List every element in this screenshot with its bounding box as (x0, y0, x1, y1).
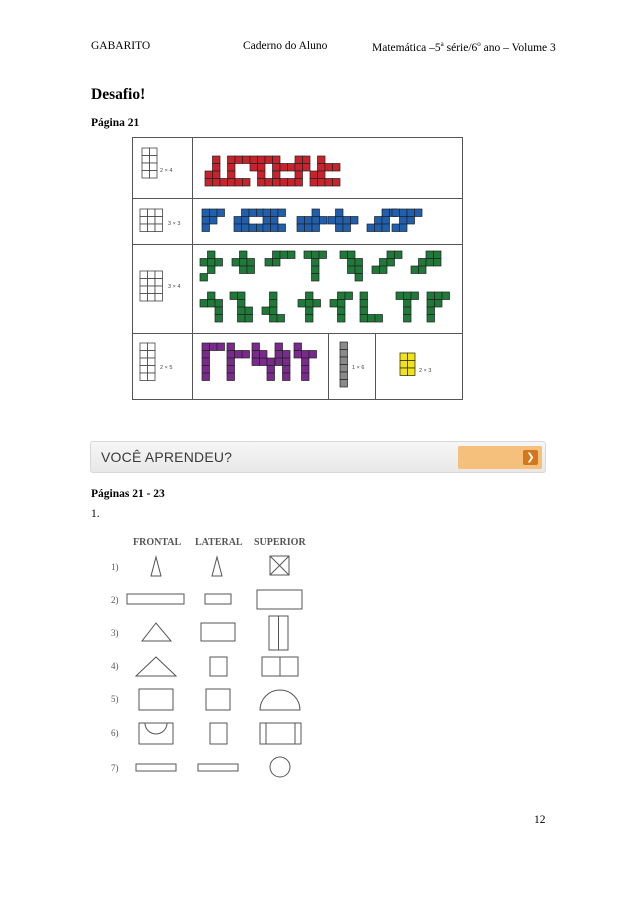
grid-2x5 (139, 342, 156, 381)
grid-3x3 (139, 208, 163, 232)
piece-blue (201, 208, 225, 232)
piece-red (272, 155, 296, 187)
lateral-square (209, 656, 228, 677)
superior-circle (269, 756, 291, 778)
piece-green (303, 250, 327, 282)
piece-red (317, 155, 341, 187)
piece-green (426, 291, 450, 323)
header-gabarito: GABARITO (91, 40, 151, 52)
header-caderno: Caderno do Aluno (243, 40, 328, 52)
piece-blue (233, 208, 265, 232)
piece-green (339, 250, 363, 282)
page-title: Desafio! (91, 86, 146, 103)
row-label-5: 5) (111, 694, 119, 704)
lateral-triangle-narrow (211, 555, 223, 577)
piece-green (359, 291, 383, 323)
superior-rect (256, 589, 303, 610)
header-subject-part: Matemática –5 (372, 41, 441, 54)
lateral-rect (200, 622, 236, 642)
piece-purple (274, 342, 291, 381)
voce-aprendeu-banner[interactable]: VOCÊ APRENDEU? ❯ (90, 441, 546, 473)
piece-green (371, 250, 403, 274)
grid-label-3x3: 3 × 3 (168, 221, 180, 227)
section-label-page21: Página 21 (91, 117, 140, 129)
grid-2x4 (141, 147, 158, 179)
polyomino-table: 2 × 4 3 × 3 3 × 4 2 × 5 1 × 6 2 × 3 (132, 137, 463, 400)
header-subject: Matemática –5a série/6o ano – Volume 3 (372, 40, 556, 54)
piece-purple (226, 342, 250, 381)
frontal-long-rect (126, 593, 185, 605)
piece-purple (293, 342, 317, 381)
piece-blue (296, 208, 328, 232)
lateral-small-square (209, 722, 228, 745)
piece-red (204, 155, 228, 187)
piece-green (261, 291, 285, 323)
grid-label-2x4: 2 × 4 (160, 168, 172, 174)
piece-green (395, 291, 419, 323)
piece-purple (251, 342, 275, 381)
frontal-triangle-narrow (150, 555, 162, 577)
superior-split-rect (268, 615, 289, 651)
superior-three-part-rect (259, 722, 302, 745)
piece-green (329, 291, 353, 323)
piece-red (249, 155, 273, 187)
piece-gray-1x6 (339, 341, 348, 388)
frontal-rect-with-arc (138, 722, 174, 745)
header-sup-a: a (440, 40, 444, 48)
chevron-right-icon[interactable]: ❯ (523, 450, 538, 465)
header-sup-o: o (477, 40, 481, 48)
frontal-rect (138, 688, 174, 711)
row-label-2: 2) (111, 595, 119, 605)
page-number: 12 (534, 814, 546, 826)
row-label-3: 3) (111, 628, 119, 638)
section-label-pages21-23: Páginas 21 - 23 (91, 488, 165, 500)
lateral-thin-rect (197, 763, 239, 772)
piece-red (227, 155, 251, 187)
piece-green (297, 291, 321, 323)
piece-purple (201, 342, 225, 381)
question-number: 1. (91, 508, 100, 520)
piece-green (264, 250, 296, 267)
piece-blue (391, 208, 423, 232)
row-label-7: 7) (111, 763, 119, 773)
frontal-wide-triangle (134, 656, 178, 677)
orthographic-views-table: FRONTAL LATERAL SUPERIOR 1) 2) 3) 4) 5) … (111, 537, 306, 778)
frontal-triangle (140, 622, 173, 642)
piece-green (229, 291, 253, 323)
banner-accent-bar: ❯ (458, 446, 542, 469)
banner-title: VOCÊ APRENDEU? (101, 449, 233, 465)
lateral-rect (205, 688, 231, 711)
frontal-thin-rect (135, 763, 177, 772)
piece-green (231, 250, 255, 274)
grid-label-2x5: 2 × 5 (160, 365, 172, 371)
grid-label-2x3: 2 × 3 (419, 368, 431, 374)
grid-label-1x6: 1 × 6 (352, 365, 364, 371)
grid-label-3x4: 3 × 4 (168, 284, 180, 290)
row-label-4: 4) (111, 661, 119, 671)
piece-blue (262, 208, 286, 232)
superior-two-squares (261, 656, 299, 677)
header-superior: SUPERIOR (254, 537, 306, 548)
piece-green (199, 291, 223, 323)
piece-blue (327, 208, 359, 232)
row-label-1: 1) (111, 562, 119, 572)
header-lateral: LATERAL (195, 537, 243, 548)
lateral-small-rect (204, 593, 232, 605)
grid-3x4 (139, 270, 163, 302)
header-frontal: FRONTAL (133, 537, 181, 548)
superior-semicircle (259, 689, 301, 711)
header-subject-part: série/6 (443, 41, 478, 54)
piece-yellow-2x3 (399, 352, 416, 376)
superior-square-x (269, 555, 290, 576)
piece-green (410, 250, 442, 274)
piece-red (294, 155, 318, 187)
row-label-6: 6) (111, 728, 119, 738)
piece-green (199, 250, 223, 282)
header-subject-part: ano – Volume 3 (480, 41, 556, 54)
